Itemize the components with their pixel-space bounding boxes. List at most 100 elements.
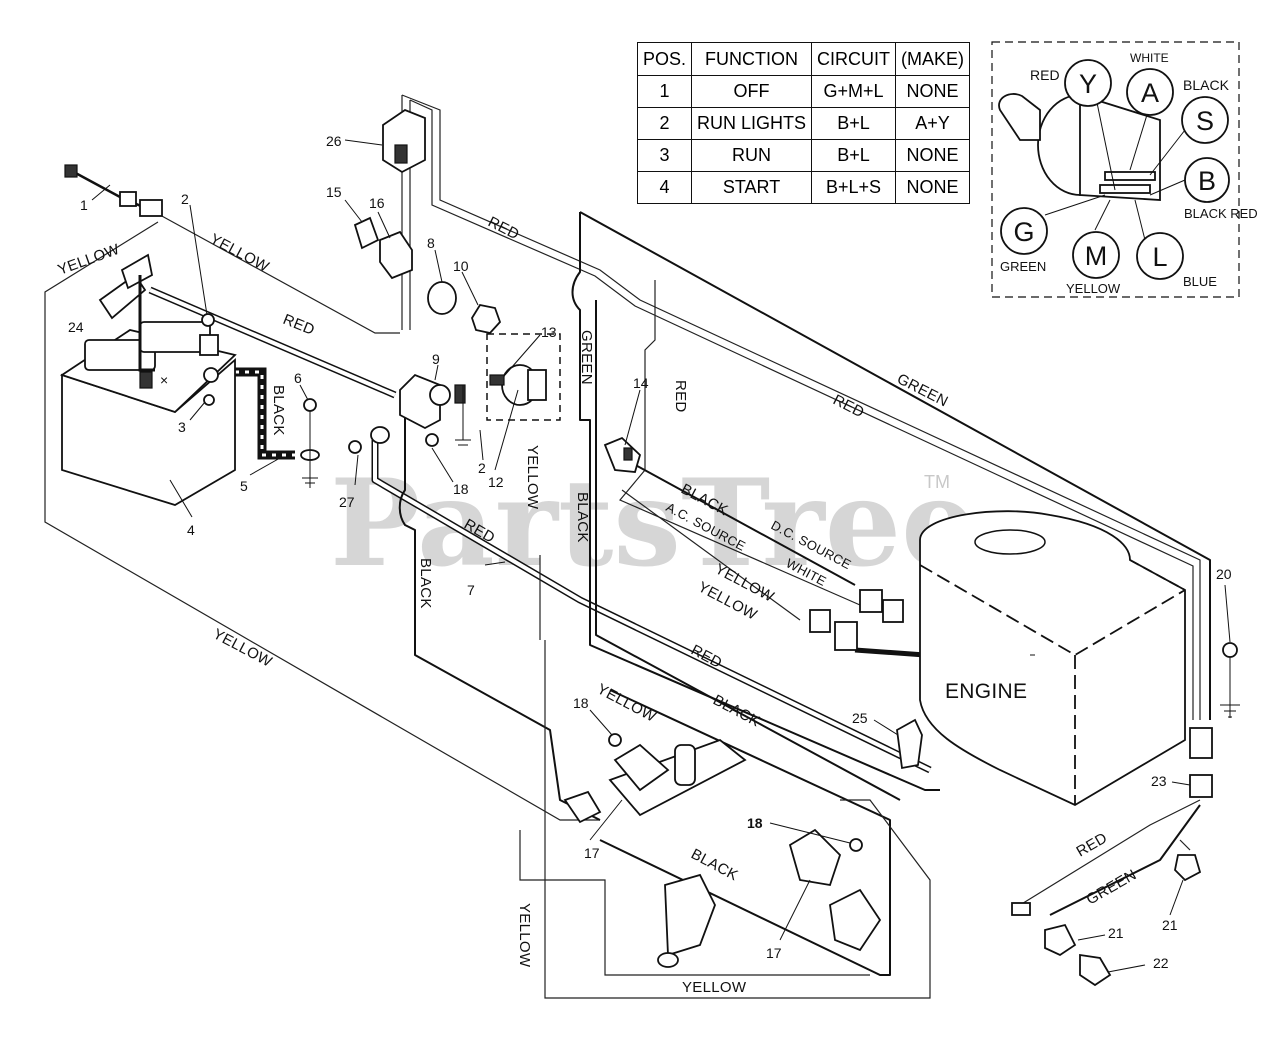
harness-plug — [64, 164, 163, 217]
headlight-connector — [1189, 727, 1213, 759]
label-yellow-9: YELLOW — [682, 979, 747, 996]
label-green-1: GREEN — [578, 330, 595, 385]
label-black-2: BLACK — [417, 558, 434, 609]
callout-21a: 21 — [1108, 925, 1124, 941]
callout-1: 1 — [80, 197, 88, 213]
col-header-circuit: CIRCUIT — [811, 42, 897, 76]
pto-bracket — [657, 873, 716, 968]
callout-24: 24 — [68, 319, 84, 335]
col-header-pos: POS. — [636, 42, 693, 76]
battery-strap — [98, 253, 155, 372]
yellow-wire-outer-loop — [44, 221, 600, 821]
cell-make: NONE — [895, 75, 971, 108]
callout-18c: 18 — [747, 815, 763, 831]
fuse-holder — [382, 108, 426, 174]
pto-switch — [788, 828, 882, 952]
black-wire-dc — [629, 461, 856, 586]
yellow-wire-loop — [544, 640, 931, 999]
pto-switch-screw — [849, 838, 863, 852]
table-row: 2 RUN LIGHTS B+L A+Y — [636, 107, 971, 140]
callout-25: 25 — [852, 710, 868, 726]
terminal-L: L BLUE — [1136, 232, 1217, 289]
starter-cable-terminal — [370, 426, 390, 444]
red-wire-headlight — [1019, 799, 1201, 906]
label-black-5: BLACK — [710, 692, 763, 731]
callout-4: 4 — [187, 522, 195, 538]
callout-27: 27 — [339, 494, 355, 510]
dc-connector-mate — [882, 599, 904, 623]
callout-16: 16 — [369, 195, 385, 211]
ignition-switch — [489, 364, 547, 406]
callout-20: 20 — [1216, 566, 1232, 582]
cell-pos: 1 — [636, 75, 693, 108]
cell-pos: 4 — [636, 171, 693, 204]
cell-function: START — [691, 171, 813, 204]
label-red-7: RED — [1074, 829, 1111, 860]
key-switch-body — [998, 92, 1186, 241]
table-row: 1 OFF G+M+L NONE — [636, 75, 971, 108]
callout-13: 13 — [541, 324, 557, 340]
black-ground-cable — [225, 367, 295, 460]
cell-make: A+Y — [895, 107, 971, 140]
key-switch-table: POS. FUNCTION CIRCUIT (MAKE) 1 OFF G+M+L… — [636, 42, 971, 204]
cell-function: RUN LIGHTS — [691, 107, 813, 140]
label-red-1: RED — [281, 311, 318, 339]
callout-26: 26 — [326, 133, 342, 149]
callout-23: 23 — [1151, 773, 1167, 789]
svg-text:S: S — [1196, 106, 1214, 136]
terminal-G: G GREEN — [1000, 207, 1048, 274]
terminal-M-color: YELLOW — [1066, 281, 1121, 296]
callout-6: 6 — [294, 370, 302, 386]
starter-solenoid — [399, 373, 466, 430]
label-green-3: GREEN — [1084, 866, 1140, 908]
green-wire-headlight — [1049, 804, 1201, 916]
label-yellow-8: YELLOW — [516, 903, 533, 968]
callout-12: 12 — [488, 474, 504, 490]
svg-text:G: G — [1013, 217, 1034, 247]
callout-2b: 2 — [478, 460, 486, 476]
callout-3: 3 — [178, 419, 186, 435]
callout-5: 5 — [240, 478, 248, 494]
svg-text:Y: Y — [1079, 69, 1097, 99]
headlight-bulb-plug — [1011, 902, 1031, 916]
ignition-switch-box — [486, 333, 561, 421]
callout-9: 9 — [432, 351, 440, 367]
ac-connector-mate — [834, 621, 858, 651]
terminal-Y: Y RED — [1030, 59, 1112, 107]
fuse — [353, 216, 380, 250]
label-black-1: BLACK — [270, 385, 287, 436]
label-yellow-7: YELLOW — [594, 681, 659, 726]
switch-bezel — [427, 281, 457, 315]
spark-plug-wire-boot — [896, 718, 923, 770]
svg-text:L: L — [1152, 242, 1167, 272]
callout-2: 2 — [181, 191, 189, 207]
black-wire-seat — [398, 395, 601, 821]
callout-17b: 17 — [766, 945, 782, 961]
cell-make: NONE — [895, 139, 971, 172]
label-red-4: RED — [485, 213, 522, 243]
terminal-M: M YELLOW — [1066, 231, 1121, 296]
dc-connector — [859, 589, 883, 613]
yellow-wire-top — [159, 214, 400, 334]
callout-14: 14 — [633, 375, 649, 391]
cell-pos: 2 — [636, 107, 693, 140]
watermark: PartsTree — [330, 453, 977, 594]
callout-18b: 18 — [573, 695, 589, 711]
table-row: 4 START B+L+S NONE — [636, 171, 971, 204]
label-red-3: RED — [672, 380, 689, 413]
callout-8: 8 — [427, 235, 435, 251]
col-header-make: (MAKE) — [895, 42, 971, 76]
ground-screw-frame — [300, 398, 320, 488]
callout-21b: 21 — [1162, 917, 1178, 933]
svg-text:A: A — [1141, 78, 1159, 108]
terminal-S: S BLACK — [1181, 77, 1230, 144]
terminal-B: B BLACK RED — [1184, 157, 1258, 221]
cell-function: RUN — [691, 139, 813, 172]
terminal-B-color: BLACK RED — [1184, 206, 1258, 221]
label-yellow-3: YELLOW — [210, 626, 275, 671]
cell-function: OFF — [691, 75, 813, 108]
cell-circuit: G+M+L — [811, 75, 897, 108]
terminal-L-color: BLUE — [1183, 274, 1217, 289]
cell-circuit: B+L — [811, 107, 897, 140]
